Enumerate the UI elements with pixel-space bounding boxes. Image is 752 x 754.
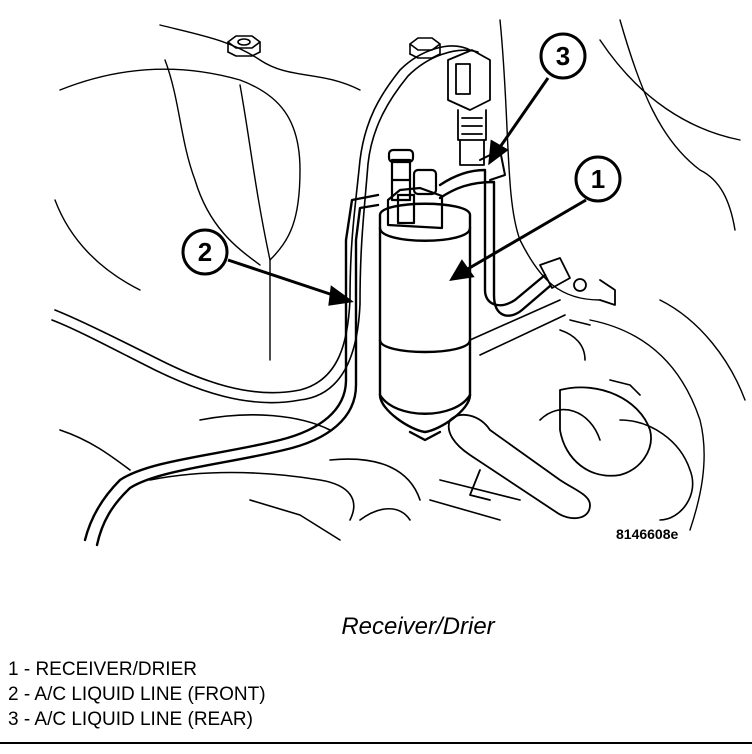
body-panel-contour (239, 84, 271, 361)
body-panel-contour (659, 299, 746, 401)
callout-2-number: 2 (198, 237, 212, 267)
callout-1-number: 1 (591, 164, 605, 194)
engine-component (447, 413, 591, 520)
engine-component (149, 471, 355, 521)
legend-item: 2 - A/C LIQUID LINE (FRONT) (8, 684, 266, 705)
body-panel-contour (499, 19, 601, 301)
callout-leaders (227, 77, 587, 306)
figure-caption: Receiver/Drier (341, 613, 495, 640)
legend-item: 1 - RECEIVER/DRIER (8, 659, 197, 680)
liquid-line-front (95, 203, 380, 547)
bolt-icon (227, 35, 261, 57)
body-panel-contour (59, 68, 301, 261)
legend-item: 3 - A/C LIQUID LINE (REAR) (8, 709, 253, 730)
wire-harness (51, 49, 479, 404)
canister-top-fittings (386, 148, 444, 230)
line-fitting (539, 257, 616, 306)
body-panel-contour (599, 39, 741, 141)
engine-component (469, 299, 566, 356)
body-panel-contour (164, 59, 261, 266)
engine-component (249, 499, 411, 541)
engine-component (559, 319, 591, 361)
liquid-line-rear (438, 180, 552, 317)
receiver-drier-illustration: 1 2 3 (51, 19, 746, 547)
body-panel-contour (159, 24, 361, 91)
liquid-line-front (83, 193, 380, 542)
engine-component (559, 386, 652, 477)
liquid-line-rear (438, 168, 547, 307)
figure-code: 8146608e (616, 526, 679, 542)
engine-component (429, 479, 521, 521)
engine-component (59, 429, 131, 471)
engine-component (619, 419, 694, 521)
wire-harness (54, 45, 471, 394)
legend: 1 - RECEIVER/DRIER 2 - A/C LIQUID LINE (… (8, 657, 266, 732)
callout-3-number: 3 (556, 41, 570, 71)
pressure-switch-connector (447, 49, 491, 166)
bottom-rule (0, 742, 752, 744)
callout-2: 2 (181, 228, 229, 276)
engine-component (539, 379, 641, 441)
body-panel-contour (619, 19, 736, 231)
engine-component (199, 414, 421, 501)
callout-1: 1 (574, 155, 622, 203)
receiver-drier-canister (378, 202, 472, 442)
body-panel-contour (589, 319, 705, 531)
callout-3: 3 (539, 32, 587, 80)
body-panel-contour (54, 199, 141, 291)
engine-component (469, 469, 491, 501)
